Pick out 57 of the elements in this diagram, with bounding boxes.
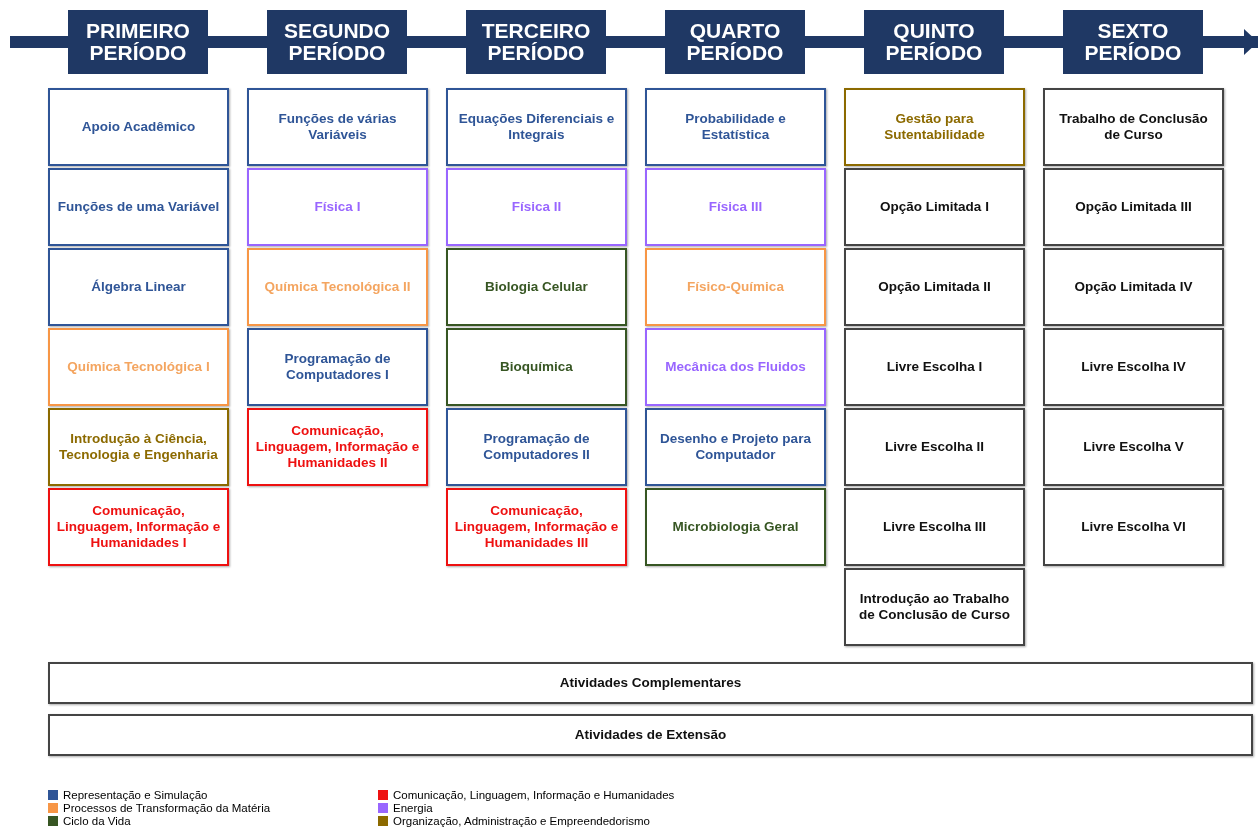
period-header: SEXTO PERÍODO: [1063, 10, 1203, 74]
course-box: Livre Escolha I: [844, 328, 1025, 406]
course-box: Livre Escolha II: [844, 408, 1025, 486]
course-box: Bioquímica: [446, 328, 627, 406]
course-box: Opção Limitada IV: [1043, 248, 1224, 326]
legend-label: Organização, Administração e Empreendedorismo: [393, 814, 650, 827]
legend-label: Comunicação, Linguagem, Informação e Humanidades: [393, 788, 675, 801]
course-box: Equações Diferenciais e Integrais: [446, 88, 627, 166]
course-box: Física I: [247, 168, 428, 246]
course-box: Desenho e Projeto para Computador: [645, 408, 826, 486]
timeline-bar: [606, 36, 665, 48]
course-box: Comunicação, Linguagem, Informação e Humanidades I: [48, 488, 229, 566]
course-box: Atividades de Extensão: [48, 714, 1253, 756]
course-box: Química Tecnológica I: [48, 328, 229, 406]
course-box: Livre Escolha III: [844, 488, 1025, 566]
legend-label: Ciclo da Vida: [63, 814, 131, 827]
course-box: Comunicação, Linguagem, Informação e Humanidades II: [247, 408, 428, 486]
period-header: SEGUNDO PERÍODO: [267, 10, 407, 74]
course-box: Livre Escolha V: [1043, 408, 1224, 486]
course-box: Físico-Química: [645, 248, 826, 326]
course-box: Gestão para Sutentabilidade: [844, 88, 1025, 166]
course-box: Livre Escolha VI: [1043, 488, 1224, 566]
timeline-bar: [1004, 36, 1063, 48]
course-box: Física II: [446, 168, 627, 246]
course-box: Introdução ao Trabalho de Conclusão de Curso: [844, 568, 1025, 646]
course-box: Trabalho de Conclusão de Curso: [1043, 88, 1224, 166]
course-box: Biologia Celular: [446, 248, 627, 326]
course-box: Funções de várias Variáveis: [247, 88, 428, 166]
timeline-bar: [407, 36, 466, 48]
course-box: Opção Limitada I: [844, 168, 1025, 246]
course-box: Apoio Acadêmico: [48, 88, 229, 166]
timeline-bar: [208, 36, 267, 48]
course-box: Atividades Complementares: [48, 662, 1253, 704]
course-box: Física III: [645, 168, 826, 246]
period-header: QUARTO PERÍODO: [665, 10, 805, 74]
course-box: Álgebra Linear: [48, 248, 229, 326]
period-header: TERCEIRO PERÍODO: [466, 10, 606, 74]
course-box: Programação de Computadores I: [247, 328, 428, 406]
period-header: QUINTO PERÍODO: [864, 10, 1004, 74]
course-box: Programação de Computadores II: [446, 408, 627, 486]
course-box: Química Tecnológica II: [247, 248, 428, 326]
course-box: Probabilidade e Estatística: [645, 88, 826, 166]
course-box: Introdução à Ciência, Tecnologia e Engenharia: [48, 408, 229, 486]
course-box: Comunicação, Linguagem, Informação e Humanidades III: [446, 488, 627, 566]
course-box: Funções de uma Variável: [48, 168, 229, 246]
legend-label: Representação e Simulação: [63, 788, 208, 801]
legend-label: Processos de Transformação da Matéria: [63, 801, 271, 814]
course-box: Livre Escolha IV: [1043, 328, 1224, 406]
course-box: Microbiologia Geral: [645, 488, 826, 566]
timeline-arrow: [1203, 29, 1258, 55]
timeline-bar: [805, 36, 864, 48]
period-header: PRIMEIRO PERÍODO: [68, 10, 208, 74]
legend-label: Energia: [393, 801, 433, 814]
course-box: Opção Limitada II: [844, 248, 1025, 326]
course-box: Mecânica dos Fluidos: [645, 328, 826, 406]
timeline-bar: [10, 36, 68, 48]
course-box: Opção Limitada III: [1043, 168, 1224, 246]
